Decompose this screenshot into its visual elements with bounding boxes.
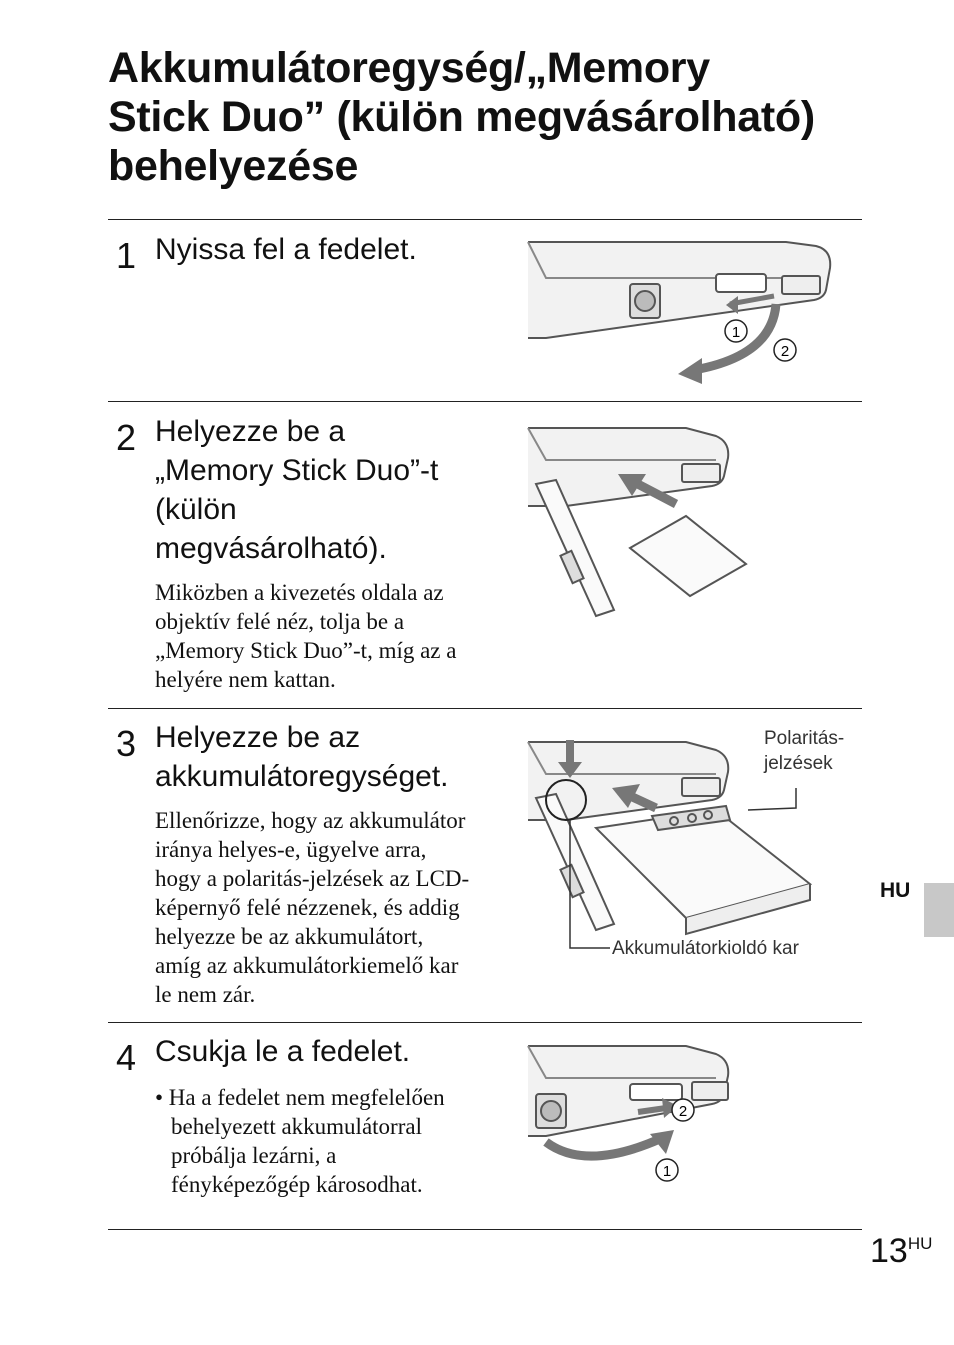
- page-number-value: 13: [870, 1232, 908, 1270]
- open-cover-illustration: 1 2: [527, 241, 832, 384]
- insert-battery-illustration: [527, 740, 813, 949]
- title-line: behelyezése: [108, 142, 359, 190]
- section-divider: [108, 708, 862, 709]
- step-2-heading: Helyezze be a „Memory Stick Duo”-t (külö…: [155, 412, 438, 568]
- step-2-number: 2: [116, 417, 137, 458]
- step-3-body: Ellenőrizze, hogy az akkumulátor iránya …: [155, 806, 469, 1009]
- close-cover-illustration: 2 1: [527, 1045, 730, 1182]
- body-line: képernyő felé nézzenek, és addig: [155, 895, 460, 920]
- release-lever-callout: Akkumulátorkioldó kar: [612, 938, 799, 959]
- body-line: iránya helyes-e, ügyelve arra,: [155, 837, 427, 862]
- step-1-number: 1: [116, 235, 137, 276]
- step-4-number: 4: [116, 1037, 137, 1078]
- section-divider: [108, 401, 862, 402]
- title-line: Akkumulátoregység/„Memory: [108, 44, 710, 92]
- section-divider: [108, 1229, 862, 1230]
- body-line: amíg az akkumulátorkiemelő kar: [155, 953, 459, 978]
- circled-marker-1: 1: [663, 1163, 671, 1180]
- step-heading-line: „Memory Stick Duo”-t: [155, 454, 439, 487]
- callout-line: jelzések: [764, 753, 833, 774]
- section-divider: [108, 219, 862, 220]
- step-4-heading: Csukja le a fedelet.: [155, 1032, 410, 1071]
- step-2-body: Miközben a kivezetés oldala az objektív …: [155, 578, 456, 694]
- polarity-marks-callout: Polaritás- jelzések: [764, 726, 844, 776]
- body-line: objektív felé néz, tolja be a: [155, 609, 405, 634]
- body-line: Miközben a kivezetés oldala az: [155, 580, 444, 605]
- step-1-heading: Nyissa fel a fedelet.: [155, 230, 417, 269]
- step-heading-line: (külön: [155, 493, 237, 526]
- body-line: Ellenőrizze, hogy az akkumulátor: [155, 808, 466, 833]
- step-4-bullet: • Ha a fedelet nem megfelelően behelyeze…: [155, 1083, 445, 1199]
- step-heading-line: megvásárolható).: [155, 532, 387, 565]
- step-heading-line: Helyezze be az: [155, 721, 361, 754]
- callout-line: Polaritás-: [764, 728, 845, 749]
- step-heading-line: Csukja le a fedelet.: [155, 1035, 411, 1068]
- page-number: 13HU: [870, 1232, 932, 1271]
- step-3-heading: Helyezze be az akkumulátoregységet.: [155, 718, 449, 796]
- bullet-line: behelyezett akkumulátorral: [171, 1114, 422, 1139]
- bullet-line: próbálja lezárni, a: [171, 1143, 337, 1168]
- body-line: „Memory Stick Duo”-t, míg az a: [155, 638, 457, 663]
- circled-marker-2: 2: [781, 343, 789, 360]
- circled-marker-1: 1: [732, 324, 740, 341]
- body-line: hogy a polaritás-jelzések az LCD-: [155, 866, 470, 891]
- section-divider: [108, 1022, 862, 1023]
- language-side-tab: [924, 883, 954, 937]
- step-heading-line: Nyissa fel a fedelet.: [155, 233, 417, 266]
- language-tab-label: HU: [880, 879, 911, 902]
- page-title: Akkumulátoregység/„Memory Stick Duo” (kü…: [108, 44, 868, 191]
- bullet-line: • Ha a fedelet nem megfelelően: [155, 1085, 445, 1110]
- circled-marker-2: 2: [679, 1103, 687, 1120]
- body-line: le nem zár.: [155, 982, 256, 1007]
- title-line: Stick Duo” (külön megvásárolható): [108, 93, 815, 141]
- step-3-number: 3: [116, 723, 137, 764]
- step-heading-line: akkumulátoregységet.: [155, 760, 449, 793]
- page-number-suffix: HU: [907, 1234, 933, 1253]
- bullet-line: fényképezőgép károsodhat.: [171, 1172, 423, 1197]
- body-line: helyére nem kattan.: [155, 667, 336, 692]
- body-line: helyezze be az akkumulátort,: [155, 924, 424, 949]
- step-heading-line: Helyezze be a: [155, 415, 346, 448]
- insert-memory-stick-illustration: [527, 427, 748, 618]
